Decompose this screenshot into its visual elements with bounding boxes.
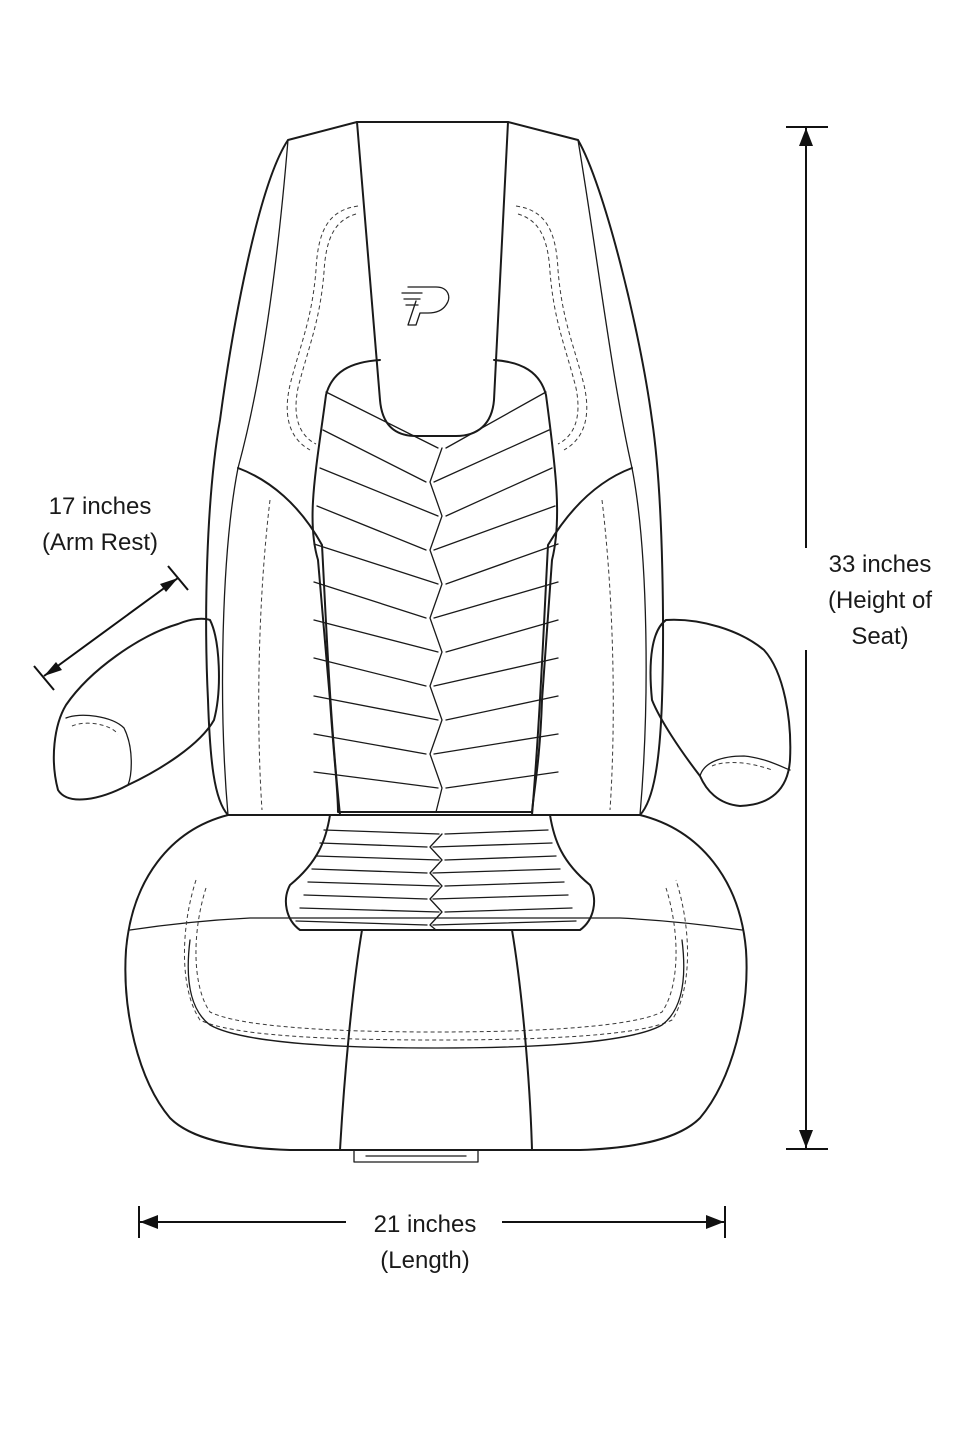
backrest-rib-right — [433, 657, 559, 687]
headrest-panel — [356, 121, 509, 437]
backrest-rib-right — [433, 505, 556, 551]
backrest-rib-left — [313, 581, 427, 619]
length-arrowhead-left — [140, 1215, 158, 1229]
length-dimension: 21 inches (Length) — [138, 1206, 726, 1274]
backrest-rib-right — [445, 543, 559, 585]
center-back-panel — [311, 359, 559, 813]
left-armrest — [52, 617, 220, 801]
seat-rib-right — [444, 881, 565, 887]
backrest-rib-left — [313, 657, 427, 687]
boat-seat-illustration — [52, 121, 792, 1163]
seat-rib-left — [315, 855, 440, 861]
seat-rib-right — [444, 855, 557, 861]
backrest-rib-left — [322, 429, 427, 483]
seat-panel-border — [187, 939, 685, 1049]
seat-rib-left — [295, 920, 428, 926]
arm-rest-dimension-tick-start — [33, 665, 55, 691]
seat-rib-left — [303, 894, 428, 900]
seat-rib-right — [444, 907, 573, 913]
left-armrest-stitch — [71, 722, 119, 735]
seat-rib-left — [299, 907, 440, 913]
backrest-rib-right — [445, 619, 559, 653]
length-arrowhead-right — [706, 1215, 724, 1229]
seat-front-stripe — [339, 929, 533, 1151]
seat-panel-stitch-outer — [183, 879, 689, 1041]
right-bolster-stitch — [601, 499, 614, 811]
seat-rib-left — [323, 829, 440, 835]
backrest-rib-left — [313, 619, 439, 653]
backrest-rib-stitching-left — [313, 391, 439, 789]
backrest-rib-left — [313, 771, 439, 789]
height-label-line3: Seat) — [851, 623, 908, 650]
height-dimension: 33 inches (Height of Seat) — [786, 126, 932, 1150]
height-label-line2: (Height of — [828, 587, 932, 614]
backrest-rib-left — [316, 505, 427, 551]
arm-rest-arrowhead-end — [160, 578, 178, 592]
right-wing-stitch-2 — [517, 213, 579, 445]
left-wing-stitch-2 — [295, 213, 357, 445]
backrest-inner-left-edge — [221, 139, 289, 816]
backrest-rib-right — [445, 467, 553, 517]
seat-rib-right — [432, 868, 561, 874]
arm-rest-label-line2: (Arm Rest) — [42, 529, 158, 556]
arm-rest-label-line1: 17 inches — [49, 493, 152, 520]
seat-rib-right — [444, 829, 549, 835]
seat-rib-right — [432, 894, 569, 900]
length-label-line1: 21 inches — [374, 1211, 477, 1238]
right-armrest-front-cap — [699, 755, 791, 777]
left-armrest-front-cap — [65, 714, 132, 786]
backrest-rib-right — [445, 391, 547, 449]
backrest-rib-left — [313, 695, 439, 721]
seat-center-insert — [284, 814, 596, 931]
backrest-rib-right — [445, 695, 559, 721]
arm-rest-dimension-line — [43, 577, 179, 677]
arm-rest-dimension: 17 inches (Arm Rest) — [33, 493, 189, 691]
right-side-bolster — [531, 467, 633, 816]
seat-rib-left — [307, 881, 440, 887]
brand-logo-icon — [401, 286, 450, 326]
right-armrest — [649, 618, 792, 807]
left-bolster-stitch — [258, 499, 271, 811]
backrest-rib-stitching-right — [433, 391, 559, 789]
backrest-rib-left — [325, 391, 439, 449]
seat-front-roll — [129, 917, 743, 931]
backrest-rib-left — [313, 543, 439, 585]
height-label-line1: 33 inches — [829, 551, 932, 578]
seat-rib-left — [319, 842, 428, 848]
seat-base-bracket — [353, 1149, 479, 1163]
seat-rib-stitching — [295, 829, 577, 926]
right-armrest-stitch — [711, 762, 773, 771]
seat-rib-right — [432, 842, 553, 848]
seat-center-seam — [429, 833, 443, 931]
arm-rest-arrowhead-start — [44, 662, 62, 676]
seat-rib-right — [432, 920, 577, 926]
backrest-rib-left — [319, 467, 439, 517]
backrest-rib-right — [433, 581, 559, 619]
right-wing-stitch — [515, 205, 588, 451]
seat-rib-left — [311, 868, 428, 874]
height-arrowhead-top — [799, 128, 813, 146]
backrest-rib-left — [313, 733, 427, 755]
backrest-center-seam — [429, 447, 443, 813]
length-label-line2: (Length) — [380, 1247, 469, 1274]
backrest-rib-right — [445, 771, 559, 789]
height-label-gap — [800, 548, 814, 650]
left-wing-stitch — [286, 205, 359, 451]
height-arrowhead-bottom — [799, 1130, 813, 1148]
backrest-rib-right — [433, 429, 550, 483]
backrest-rib-right — [433, 733, 559, 755]
seat-panel-stitch-inner — [195, 887, 677, 1033]
seat-cushion — [124, 814, 748, 1151]
